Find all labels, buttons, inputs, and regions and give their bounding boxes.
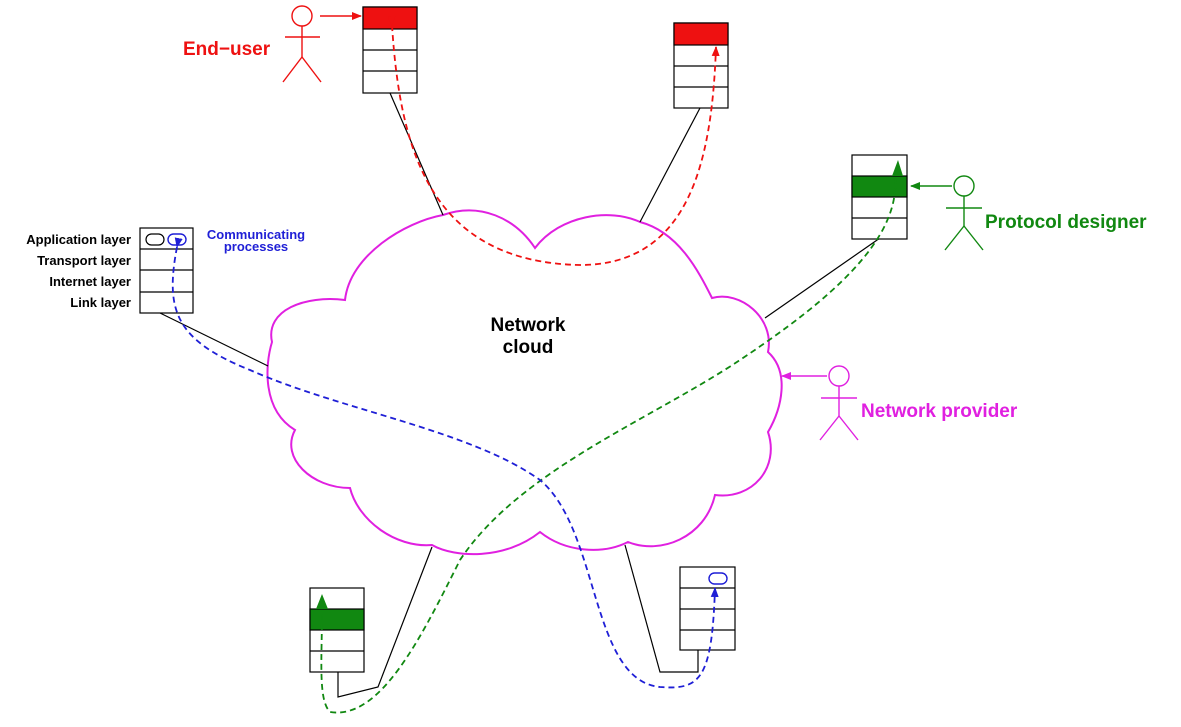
application-layer-highlight [673, 22, 729, 46]
communicating-processes-path [171, 237, 719, 689]
process-oval-highlighted [167, 233, 187, 246]
label-application-layer: Application layer [26, 232, 131, 247]
host-stack-bottom-right [679, 566, 736, 651]
protocol-spike [316, 594, 328, 609]
link-host-bottom-right [624, 544, 699, 673]
protocol-spike [892, 160, 903, 176]
host-stack-left [139, 227, 194, 314]
label-internet-layer: Internet layer [49, 274, 131, 289]
network-links [159, 92, 881, 698]
end-user-head-icon [291, 5, 313, 27]
network-provider-head-icon [828, 365, 850, 387]
label-link-layer: Link layer [70, 295, 131, 310]
network-provider-label: Network provider [861, 401, 1018, 422]
link-host-top-right [639, 107, 701, 223]
cloud-label: Network cloud [491, 315, 566, 358]
end-user-label: End−user [183, 39, 271, 60]
process-oval [145, 233, 165, 246]
protocol-designer-label: Protocol designer [985, 212, 1147, 233]
end-user-actor [282, 5, 322, 83]
transport-layer-highlight [851, 175, 908, 198]
communicating-processes-label: Communicating processes [207, 227, 305, 254]
host-stack-top-left [362, 6, 418, 94]
host-stack-top-right [673, 22, 729, 109]
label-transport-layer: Transport layer [37, 253, 131, 268]
process-oval-highlighted [708, 572, 728, 585]
transport-layer-highlight [309, 608, 365, 631]
protocol-designer-head-icon [953, 175, 975, 197]
link-host-bottom-left [337, 546, 433, 698]
application-layer-highlight [362, 6, 418, 30]
link-host-right [764, 237, 881, 319]
network-provider-actor [819, 365, 859, 441]
link-host-left [159, 312, 269, 367]
proc-label-line2: processes [224, 239, 288, 254]
cloud-label-line1: Network [491, 315, 566, 336]
host-stack-bottom-left [309, 587, 365, 673]
layer-labels: Application layer Transport layer Intern… [26, 232, 131, 310]
cloud-label-line2: cloud [503, 337, 554, 358]
protocol-designer-actor [944, 175, 984, 251]
host-stack-right [851, 154, 908, 240]
link-host-top-left [389, 92, 444, 216]
